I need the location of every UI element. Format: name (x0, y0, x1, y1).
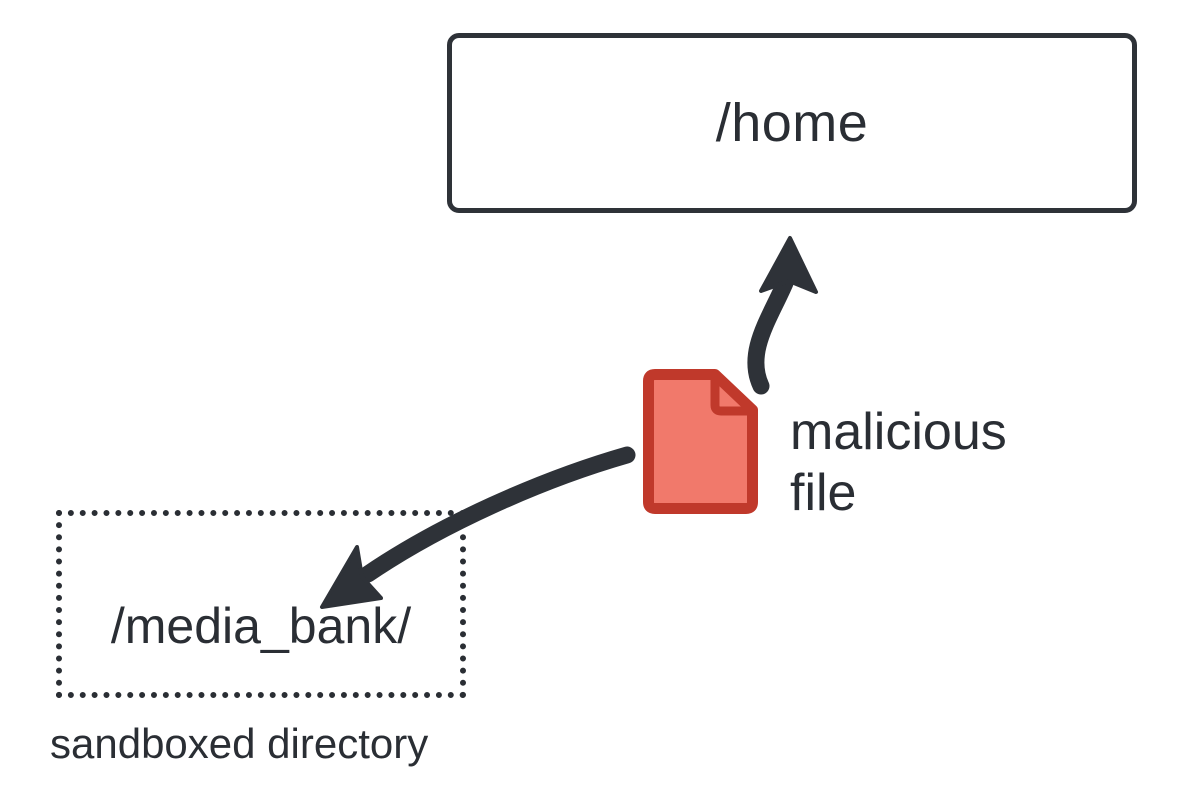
arrow-to-home-icon (747, 236, 818, 395)
home-directory-box: /home (447, 33, 1137, 213)
sandboxed-directory-caption: sandboxed directory (50, 720, 429, 767)
sandboxed-directory-box: /media_bank/ (56, 510, 466, 698)
malicious-file-label: malicious file (790, 403, 1007, 523)
sandboxed-directory-label: /media_bank/ (110, 598, 412, 654)
malicious-file-icon (643, 369, 758, 514)
home-directory-label: /home (715, 93, 869, 153)
